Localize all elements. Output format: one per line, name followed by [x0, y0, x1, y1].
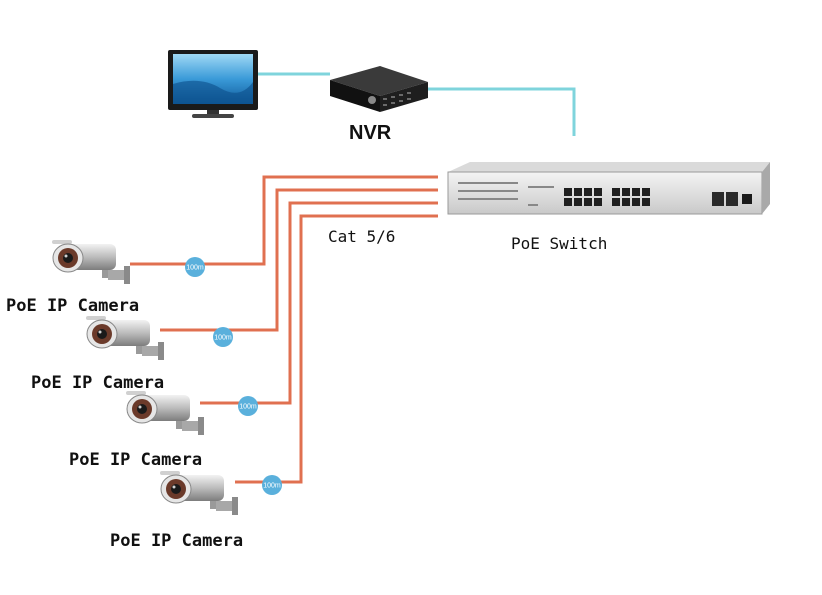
nvr-switch-link	[428, 87, 576, 136]
nvr-label: NVR	[349, 122, 392, 144]
switch-port	[612, 188, 620, 196]
camera-label-1: PoE IP Camera	[6, 296, 140, 316]
monitor-icon	[168, 50, 258, 118]
switch-port	[642, 188, 650, 196]
distance-badge-text: 100m	[214, 335, 232, 342]
switch-port	[632, 198, 640, 206]
switch-port	[594, 198, 602, 206]
poe-switch-label: PoE Switch	[511, 234, 608, 253]
ip-camera-icon	[52, 240, 130, 284]
distance-badge-text: 100m	[186, 265, 204, 272]
nvr-icon	[330, 66, 428, 112]
ip-camera-icon	[160, 471, 238, 515]
distance-badge-text: 100m	[263, 483, 281, 490]
switch-port	[612, 198, 620, 206]
distance-badge: 100m	[262, 475, 282, 495]
switch-port	[564, 188, 572, 196]
switch-port	[574, 188, 582, 196]
distance-badge: 100m	[238, 396, 258, 416]
switch-port	[584, 188, 592, 196]
switch-port	[642, 198, 650, 206]
switch-port	[622, 198, 630, 206]
distance-badge: 100m	[213, 327, 233, 347]
switch-port	[564, 198, 572, 206]
cable-type-label: Cat 5/6	[328, 227, 396, 246]
switch-port	[632, 188, 640, 196]
switch-port	[594, 188, 602, 196]
distance-badge-text: 100m	[239, 404, 257, 411]
data-links	[258, 72, 576, 136]
switch-port	[622, 188, 630, 196]
poe-cables	[130, 175, 438, 484]
switch-port	[584, 198, 592, 206]
poe-switch-icon	[447, 162, 770, 215]
ip-camera-icon	[126, 391, 204, 435]
ip-camera-icon	[86, 316, 164, 360]
distance-badge: 100m	[185, 257, 205, 277]
switch-port	[574, 198, 582, 206]
poe-cable-3	[200, 201, 438, 405]
camera-label-2: PoE IP Camera	[31, 373, 165, 393]
camera-label-3: PoE IP Camera	[69, 450, 203, 470]
camera-label-4: PoE IP Camera	[110, 531, 244, 551]
